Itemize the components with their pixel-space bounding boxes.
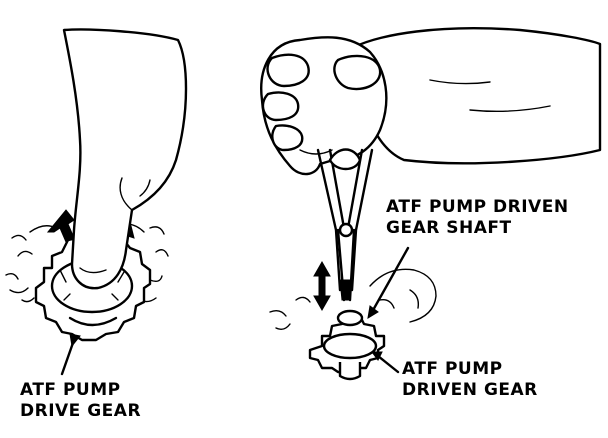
- shaft-leader: [370, 246, 410, 314]
- driven-gear: [308, 309, 386, 381]
- drive-gear-assembly: [5, 28, 188, 376]
- pliers-icon: [316, 148, 374, 302]
- drive-gear-label-line-2: DRIVE GEAR: [20, 401, 142, 421]
- housing-sketch-right: [269, 268, 437, 331]
- driven-gear-shaft-label-line-1: ATF PUMP DRIVEN: [386, 197, 569, 217]
- driven-gear-assembly: [260, 27, 602, 381]
- arm-sleeve: [350, 27, 602, 165]
- shaft-leader-arrow: [367, 305, 379, 319]
- driven-gear-shaft-label-line-2: GEAR SHAFT: [386, 218, 512, 238]
- drive-gear-label: ATF PUMP DRIVE GEAR: [20, 380, 141, 422]
- driven-gear-label-line-1: ATF PUMP: [402, 359, 503, 379]
- gripping-hand: [260, 36, 388, 176]
- drive-gear-leader-arrow: [69, 333, 81, 348]
- driven-gear-label-line-2: DRIVEN GEAR: [402, 380, 538, 400]
- driven-gear-shaft-label: ATF PUMP DRIVEN GEAR SHAFT: [386, 197, 569, 239]
- pointing-finger-icon: [62, 28, 188, 290]
- driven-gear-leader-arrow: [371, 351, 383, 361]
- driven-gear-leader: [376, 354, 400, 374]
- drive-gear-label-line-1: ATF PUMP: [20, 380, 121, 400]
- driven-gear-label: ATF PUMP DRIVEN GEAR: [402, 359, 538, 401]
- up-down-arrow-icon: [313, 260, 331, 312]
